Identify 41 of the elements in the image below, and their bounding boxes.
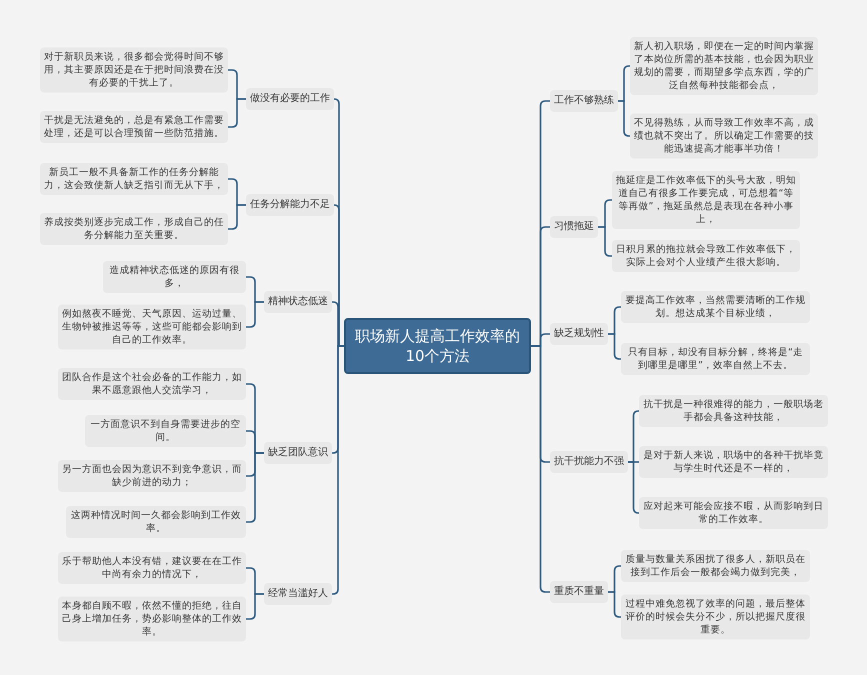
topic-box: 缺乏团队意识 — [264, 442, 332, 464]
connector-line — [531, 345, 550, 593]
text-box: 只有目标，却没有目标分解，终将是“走到哪里是哪里”，效率自然上不去。 — [621, 343, 810, 375]
text-box: 新人初入职场，即便在一定的时间内掌握了本岗位所需的基本技能，也会因为职业规划的需要，而期望多学点东西，学的广泛自然每种技能都会点， — [630, 37, 818, 95]
text-box: 新员工一般不具备新工作的任务分解能力，这会致使新人缺乏指引而无从下手， — [40, 163, 228, 195]
connector-line — [228, 98, 246, 128]
text-box: 例如熬夜不睡觉、天气原因、运动过量、生物钟被推迟等等，这些可能都会影响到自己的工作效率。 — [58, 304, 246, 350]
text-box: 本身都自顾不暇，依然不懂的拒绝，往自己身上增加任务，势必影响整体的工作效率。 — [58, 596, 246, 642]
connector-line — [246, 452, 264, 523]
text-box: 造成精神状态低迷的原因有很多， — [103, 261, 246, 293]
connector-line — [246, 301, 264, 328]
topic-box: 缺乏规划性 — [550, 323, 608, 345]
text-box: 养成按类别逐步完成工作，形成自己的任务分解能力至关重要。 — [40, 213, 228, 245]
text-box: 是对于新人来说，职场中的各种干扰毕竟与学生时代还是不一样的， — [639, 446, 828, 478]
topic-box: 抗干扰能力不强 — [550, 451, 628, 473]
connector-line — [246, 593, 264, 620]
text-box: 干扰是无法避免的，总是有紧急工作需要处理，还是可以合理预留一些防范措施。 — [40, 111, 228, 143]
text-box: 乐于帮助他人本没有错，建议要在在工作中尚有余力的情况下， — [58, 552, 246, 584]
text-box: 日积月累的拖拉就会导致工作效率低下，实际上会对个人业绩产生很大影响。 — [612, 240, 800, 272]
text-box: 不见得熟练，从而导致工作效率不高，成绩也就不突出了。所以确定工作需要的技能迅速提高才能事半功倍！ — [630, 114, 818, 158]
text-box: 这两种情况时间一久都会影响到工作效率。 — [66, 506, 246, 538]
topic-box: 经常当滥好人 — [264, 583, 332, 605]
text-box: 应对起来可能会应接不暇，从而影响到日常的工作效率。 — [639, 497, 828, 529]
text-box: 另一方面也会因为意识不到竞争意识，而缺少前进的动力； — [58, 460, 246, 492]
text-box: 对于新职员来说，很多都会觉得时间不够用，其主要原因还是在于把时间浪费在没有必要的干扰上了。 — [40, 48, 228, 92]
text-box: 拖延症是工作效率低下的头号大敌，明知道自己有很多工作要完成，可总想着“等等再做”，拖延虽然总是表现在各种小事上， — [612, 171, 800, 229]
text-box: 要提高工作效率，当然需要清晰的工作规划。想达成某个目标业绩， — [621, 291, 810, 323]
text-box: 团队合作是这个社会必备的工作能力，如果不愿意跟他人交流学习， — [58, 368, 246, 400]
text-box: 质量与数量关系困扰了很多人，新职员在接到工作后会一般都会竭力做到完美， — [621, 550, 810, 582]
topic-box: 重质不重量 — [550, 581, 608, 603]
text-box: 一方面意识不到自身需要进步的空间。 — [85, 415, 246, 447]
topic-box: 任务分解能力不足 — [246, 194, 334, 216]
text-box: 抗干扰是一种很难得的能力，一般职场老手都会具备这种技能， — [639, 395, 828, 427]
connector-line — [228, 204, 246, 230]
text-box: 过程中难免忽视了效率的问题，最后整体评价的时候会失分不少，所以把握尺度很重要。 — [621, 594, 810, 640]
topic-box: 习惯拖延 — [550, 216, 598, 238]
topic-box: 做没有必要的工作 — [246, 88, 334, 110]
central-topic-box: 职场新人提高工作效率的10个方法 — [344, 318, 531, 374]
topic-box: 精神状态低迷 — [264, 291, 332, 313]
connector-line — [598, 226, 612, 257]
topic-box: 工作不够熟练 — [550, 90, 618, 112]
